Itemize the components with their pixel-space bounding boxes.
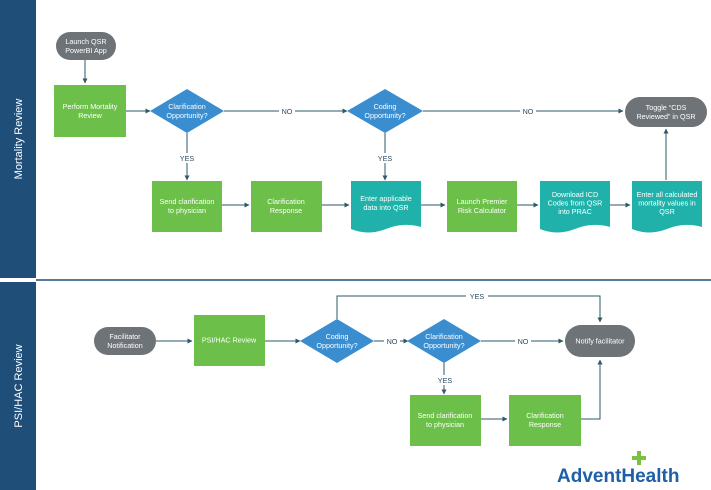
logo-cross-icon xyxy=(632,451,646,465)
node-label-line: Perform Mortality xyxy=(63,102,118,111)
node-label-line: Response xyxy=(270,206,302,215)
node-label-line: PowerBI App xyxy=(65,46,107,55)
node-label-line: Opportunity? xyxy=(423,341,464,350)
node-label-line: to physician xyxy=(426,420,464,429)
node-label-line: Reviewed” in QSR xyxy=(636,112,695,121)
node-label-line: Review xyxy=(78,111,102,120)
node-label-line: Facilitator xyxy=(109,332,141,341)
node-label-line: to physician xyxy=(168,206,206,215)
logo-wordmark: AdventHealth xyxy=(557,466,679,487)
node-label-line: Enter applicable xyxy=(360,194,412,203)
node-label-line: Download ICD xyxy=(552,190,598,199)
edge-label-yes-3: YES xyxy=(438,376,453,385)
node-label-line: into PRAC xyxy=(558,207,592,216)
edge-label-no-4: NO xyxy=(518,337,529,346)
node-label-line: Opportunity? xyxy=(316,341,357,350)
node-label-line: mortality values in xyxy=(638,199,696,208)
node-label-line: Opportunity? xyxy=(166,111,207,120)
node-label-line: data into QSR xyxy=(363,203,408,212)
node-label: PSI/HAC Review xyxy=(202,336,257,345)
node-label-line: Send clarification xyxy=(418,411,473,420)
node-label-line: Opportunity? xyxy=(364,111,405,120)
node-label-line: Clarification xyxy=(168,102,206,111)
edge-labels: NO NO YES YES YES NO NO YES xyxy=(176,106,536,385)
node-label-line: Launch QSR xyxy=(65,37,106,46)
node-label-line: Notify facilitator xyxy=(575,337,625,346)
node-label-line: Coding xyxy=(374,102,397,111)
node-label-line: Toggle “CDS xyxy=(646,103,687,112)
advent-health-logo: AdventHealth xyxy=(557,451,679,487)
lane-bar-mortality xyxy=(0,0,36,278)
node-label-line: Clarification xyxy=(425,332,463,341)
node-label-line: Clarification xyxy=(267,197,305,206)
node-label-line: Clarification xyxy=(526,411,564,420)
edge-label-no-1: NO xyxy=(282,107,293,116)
node-label-line: Codes from QSR xyxy=(548,199,603,208)
node-label-line: Send clarification xyxy=(160,197,215,206)
edge-label-no-2: NO xyxy=(523,107,534,116)
node-label-line: Notification xyxy=(107,341,143,350)
lane-title-mortality: Mortality Review xyxy=(13,99,25,180)
node-label-line: Response xyxy=(529,420,561,429)
lane-bar-psi xyxy=(0,282,36,490)
edge-label-yes-2: YES xyxy=(378,154,393,163)
node-label-line: QSR xyxy=(659,207,675,216)
node-psi-hac-review: PSI/HAC Review xyxy=(194,315,265,366)
edge-label-yes-top: YES xyxy=(470,292,485,301)
edge-response2-to-notify xyxy=(581,359,603,420)
node-label-line: PSI/HAC Review xyxy=(202,336,257,345)
node-label-line: Launch Premier xyxy=(457,197,508,206)
node-label: Notify facilitator xyxy=(575,337,625,346)
lane-title-psi: PSI/HAC Review xyxy=(13,344,25,427)
node-label-line: Enter all calculated xyxy=(637,190,698,199)
node-notify-facilitator: Notify facilitator xyxy=(565,325,635,357)
node-label-line: Risk Calculator xyxy=(458,206,507,215)
edge-label-yes-1: YES xyxy=(180,154,195,163)
edge-label-no-3: NO xyxy=(387,337,398,346)
node-label-line: Coding xyxy=(326,332,349,341)
